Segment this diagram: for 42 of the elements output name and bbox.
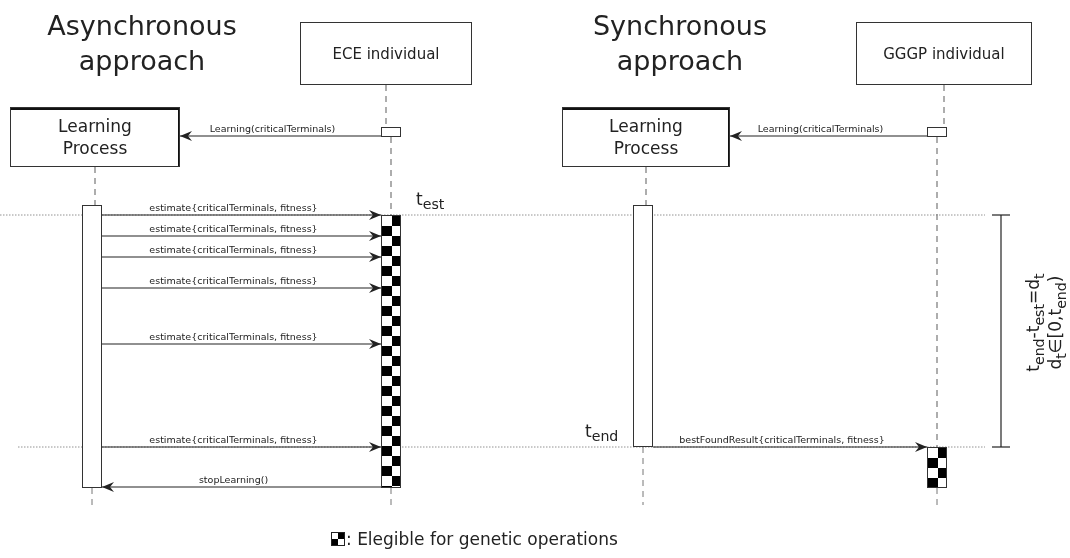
message-arrow: [101, 482, 382, 492]
lifeline: [936, 136, 938, 448]
checkered-activation-bar: [381, 215, 401, 488]
edge-label: estimate{criticalTerminals, fitness}: [148, 434, 319, 445]
message-arrow: [101, 442, 382, 452]
lifeline-box: [300, 22, 472, 85]
lifeline-name: ECE individual: [332, 44, 440, 63]
heading: Synchronous approach: [592, 9, 768, 79]
checkered-activation-bar: [927, 447, 947, 488]
lifeline-name: Learning Process: [57, 114, 133, 160]
activation-bar: [633, 205, 653, 447]
message-arrow: [101, 283, 382, 293]
lifeline: [94, 166, 96, 206]
lifeline-name: Learning Process: [608, 114, 684, 160]
edge-label: bestFoundResult{criticalTerminals, fitness}: [678, 434, 886, 445]
lifeline-box: [562, 107, 730, 167]
message-arrow: [179, 131, 382, 141]
lifeline-name: GGGP individual: [883, 44, 1005, 63]
legend-text: : Elegible for genetic operations: [346, 529, 618, 549]
edge-label: stopLearning(): [197, 474, 270, 485]
time-label: t$_{end}$: [585, 421, 619, 445]
edge-label: estimate{criticalTerminals, fitness}: [148, 244, 319, 255]
activation-box: [927, 127, 947, 137]
message-arrow: [101, 252, 382, 262]
edge-label: estimate{criticalTerminals, fitness}: [148, 202, 319, 213]
lifeline-box: [856, 22, 1032, 85]
edge-label: estimate{criticalTerminals, fitness}: [148, 275, 319, 286]
edge-label: estimate{criticalTerminals, fitness}: [148, 223, 319, 234]
message-arrow: [101, 339, 382, 349]
edge-label: Learning(criticalTerminals): [756, 123, 885, 134]
lifeline: [645, 166, 647, 206]
activation-bar: [82, 205, 102, 488]
message-arrow: [101, 210, 382, 220]
lifeline-box: [10, 107, 180, 167]
time-label: t$_{est}$: [416, 189, 445, 213]
activation-box: [381, 127, 401, 137]
message-arrow: [652, 442, 928, 452]
message-arrow: [729, 131, 928, 141]
heading: Asynchronous approach: [46, 9, 238, 79]
edge-label: Learning(criticalTerminals): [208, 123, 337, 134]
message-arrow: [101, 231, 382, 241]
edge-label: estimate{criticalTerminals, fitness}: [148, 331, 319, 342]
